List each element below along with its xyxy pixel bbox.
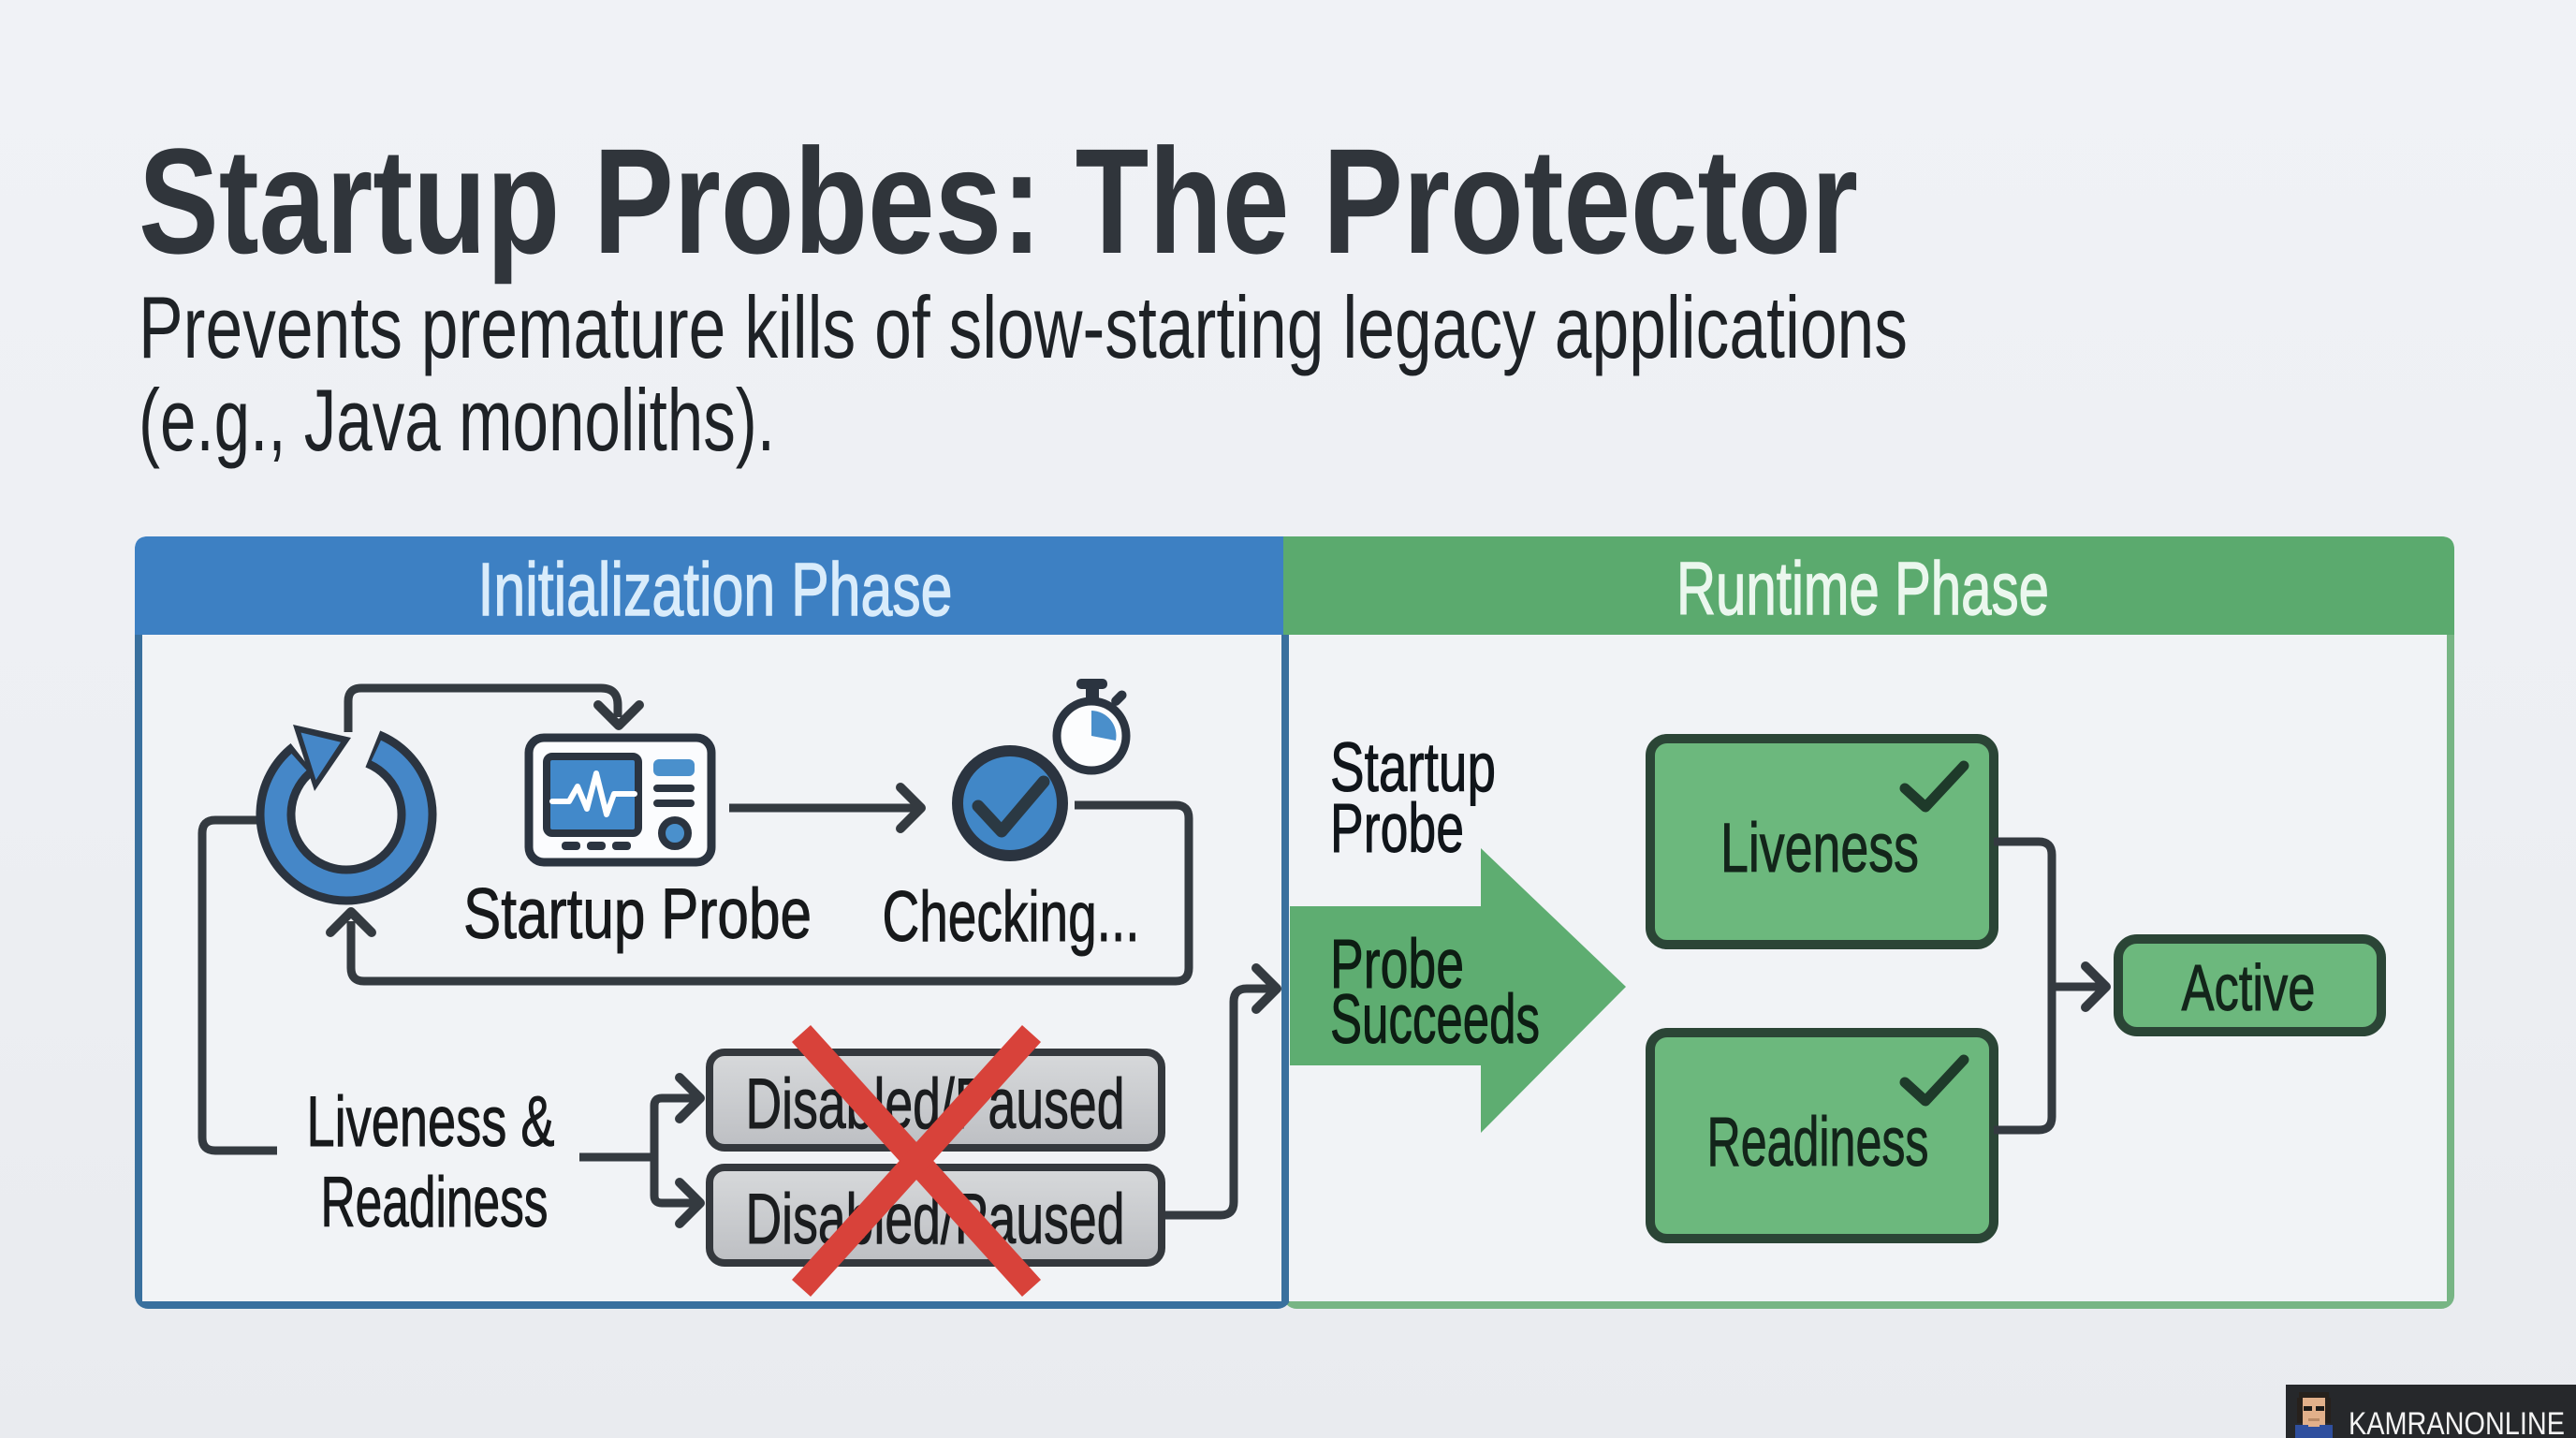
svg-text:Checking...: Checking... — [883, 877, 1140, 957]
svg-text:Active: Active — [2182, 951, 2316, 1024]
svg-text:Probe: Probe — [1330, 789, 1464, 867]
svg-text:Prevents premature kills of sl: Prevents premature kills of slow-startin… — [139, 278, 1908, 376]
svg-text:KAMRANONLINE: KAMRANONLINE — [2349, 1406, 2565, 1438]
svg-text:(e.g., Java monoliths).: (e.g., Java monoliths). — [139, 371, 775, 469]
svg-text:Succeeds: Succeeds — [1330, 980, 1540, 1058]
svg-text:Disabled/Paused: Disabled/Paused — [746, 1064, 1125, 1144]
svg-text:Readiness: Readiness — [321, 1163, 549, 1242]
svg-text:Readiness: Readiness — [1707, 1103, 1929, 1181]
svg-text:Liveness &: Liveness & — [307, 1082, 555, 1162]
svg-text:Runtime Phase: Runtime Phase — [1676, 547, 2049, 630]
svg-text:Probe: Probe — [1330, 925, 1464, 1003]
svg-text:Startup Probe: Startup Probe — [463, 874, 812, 954]
svg-text:Initialization Phase: Initialization Phase — [478, 548, 953, 631]
svg-text:Startup Probes: The Protector: Startup Probes: The Protector — [139, 117, 1858, 285]
svg-text:Startup: Startup — [1330, 728, 1496, 806]
svg-text:Liveness: Liveness — [1720, 809, 1919, 887]
